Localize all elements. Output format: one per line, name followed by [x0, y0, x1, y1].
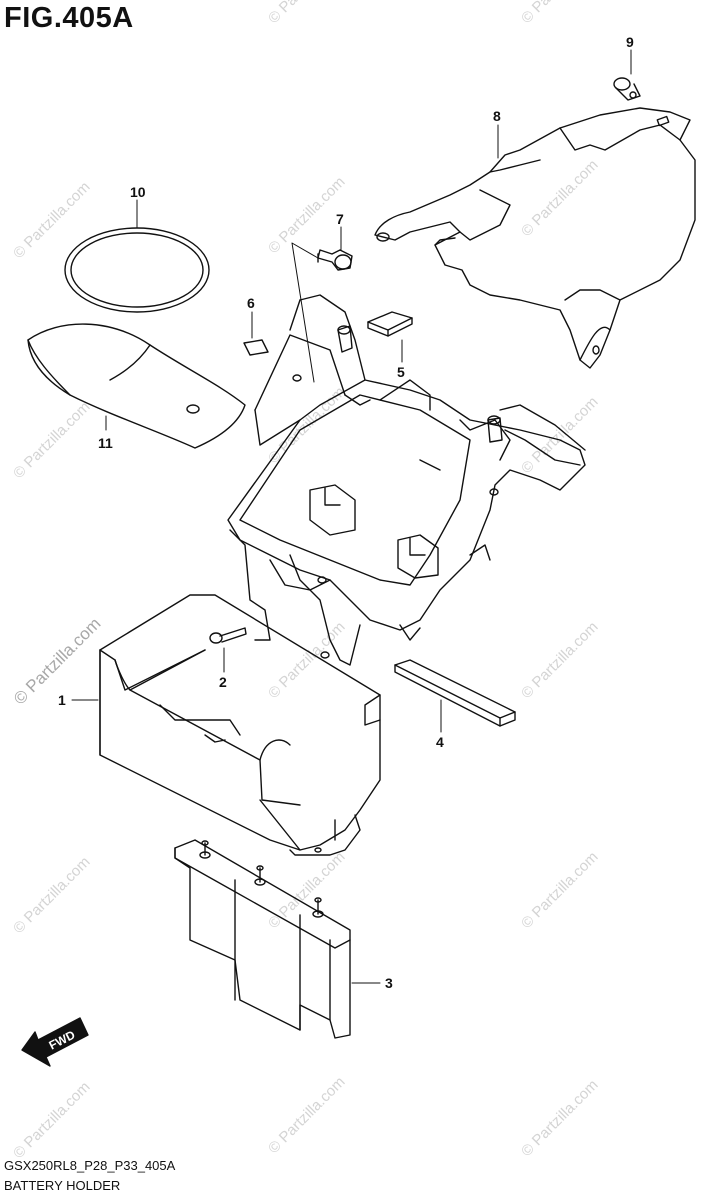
part-11-cushion[interactable] — [27, 323, 246, 449]
callout-3: 3 — [385, 975, 393, 991]
callout-9: 9 — [626, 34, 634, 50]
part-6-pad[interactable] — [243, 339, 269, 356]
battery-holder-frame[interactable] — [227, 294, 586, 666]
part-5-pad[interactable] — [367, 311, 413, 337]
part-10-band[interactable] — [64, 227, 210, 313]
part-7-bolt[interactable] — [317, 249, 353, 271]
part-4-strip[interactable] — [394, 659, 516, 727]
part-8-cover[interactable] — [374, 107, 696, 369]
callout-1: 1 — [58, 692, 66, 708]
callout-8: 8 — [493, 108, 501, 124]
figure-title: FIG.405A — [4, 2, 134, 34]
figure-name: BATTERY HOLDER — [4, 1178, 121, 1193]
part-3-plate[interactable] — [174, 839, 351, 1039]
fwd-direction-arrow: FWD — [21, 1017, 89, 1067]
callout-5: 5 — [397, 364, 405, 380]
callout-10: 10 — [130, 184, 146, 200]
part-2-screw[interactable] — [209, 627, 247, 644]
callout-7: 7 — [336, 211, 344, 227]
figure-code: GSX250RL8_P28_P33_405A — [4, 1158, 176, 1173]
part-1-battery-case[interactable] — [99, 594, 381, 856]
callout-4: 4 — [436, 734, 444, 750]
part-9-clip[interactable] — [613, 77, 641, 101]
callout-11: 11 — [98, 435, 113, 451]
callout-6: 6 — [247, 295, 255, 311]
callout-2: 2 — [219, 674, 227, 690]
